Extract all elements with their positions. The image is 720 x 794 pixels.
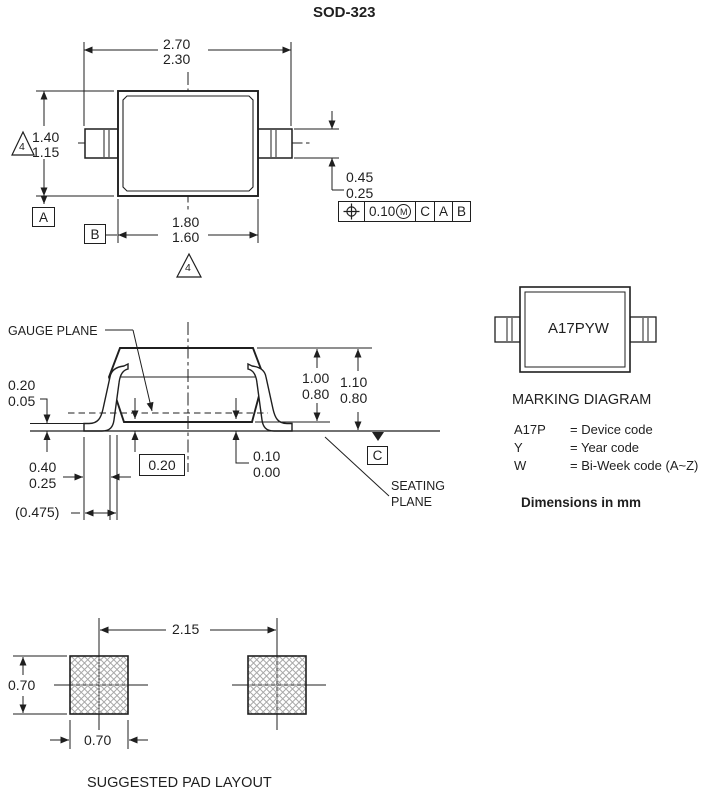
tolerance-cell: 0.10 M: [364, 202, 415, 221]
position-symbol-cell: [339, 202, 364, 221]
marking-body: [519, 286, 631, 373]
fcf-datum-c-cell: C: [415, 202, 434, 221]
dim-pad-height: 0.70: [8, 677, 36, 693]
dim-total-height-max: 1.10: [340, 374, 368, 390]
datum-c-label: C: [372, 448, 383, 463]
datum-a-label: A: [38, 209, 48, 225]
triangle-note-bottom-number: 4: [185, 262, 191, 274]
dim-left-height-max: 1.40: [32, 129, 60, 145]
dim-pitch: 2.15: [172, 621, 200, 637]
dim-pad-width: 0.70: [84, 732, 112, 748]
legend-code-2: W: [514, 458, 527, 473]
dim-top-width-min: 2.30: [163, 51, 191, 67]
triangle-note-bottom: [176, 252, 202, 278]
datum-a-box: A: [32, 207, 55, 227]
pad-layout-drawing: [13, 618, 326, 749]
dim-foot-length-min: 0.25: [29, 475, 57, 491]
dim-bottom-width-min: 1.60: [172, 229, 200, 245]
side-view-drawing: [30, 322, 440, 520]
seating-plane-label-line2: PLANE: [391, 495, 432, 509]
dim-body-height-min: 0.80: [302, 386, 330, 402]
pad-layout-caption: SUGGESTED PAD LAYOUT: [87, 775, 272, 791]
fcf-datum-b-cell: B: [452, 202, 470, 221]
dim-lead-entry-min: 0.05: [8, 393, 36, 409]
side-view-body: [107, 347, 265, 423]
feature-control-frame: 0.10 M C A B: [338, 201, 472, 222]
fcf-datum-a-cell: A: [434, 202, 452, 221]
top-view-body: [117, 90, 259, 197]
dim-standoff-min: 0.00: [253, 464, 281, 480]
legend-meaning-1: = Year code: [570, 440, 640, 455]
triangle-note-left: [11, 130, 35, 156]
position-symbol-icon: [343, 203, 360, 220]
dim-standoff-max: 0.10: [253, 448, 281, 464]
top-view-left-lead: [84, 128, 119, 159]
datum-c-box: C: [367, 446, 388, 465]
dim-lead-thickness-value: 0.20: [148, 457, 176, 473]
tolerance-value: 0.10: [369, 204, 396, 219]
triangle-note-left-number: 4: [19, 141, 25, 153]
dim-lead-width-max: 0.45: [346, 169, 374, 185]
dim-top-width-max: 2.70: [163, 36, 191, 52]
page-title: SOD-323: [313, 4, 376, 21]
datum-b-label: B: [90, 226, 100, 242]
dim-lead-entry-max: 0.20: [8, 377, 36, 393]
dim-lead-thickness-box: 0.20: [139, 454, 185, 476]
seating-plane-label-line1: SEATING: [391, 479, 445, 493]
material-modifier-icon: M: [396, 204, 412, 219]
dim-left-height-min: 1.15: [32, 144, 60, 160]
pad-left: [69, 655, 129, 715]
marking-package-code: A17PYW: [548, 320, 609, 337]
marking-heading: MARKING DIAGRAM: [512, 392, 652, 408]
legend-meaning-0: = Device code: [570, 422, 653, 437]
gauge-plane-label: GAUGE PLANE: [8, 324, 98, 338]
top-view-right-lead: [257, 128, 293, 159]
pad-right: [247, 655, 307, 715]
dim-body-height-max: 1.00: [302, 370, 330, 386]
units-note: Dimensions in mm: [521, 495, 642, 510]
marking-package-drawing: [494, 286, 657, 373]
datum-b-box: B: [84, 224, 106, 244]
legend-meaning-2: = Bi-Week code (A~Z): [570, 458, 699, 473]
legend-code-1: Y: [514, 440, 523, 455]
datum-c-triangle: [372, 432, 384, 441]
dim-lead-width-min: 0.25: [346, 185, 374, 201]
dim-bottom-width-max: 1.80: [172, 214, 200, 230]
top-view-drawing: [11, 42, 344, 278]
dim-foot-length-max: 0.40: [29, 459, 57, 475]
legend-code-0: A17P: [514, 422, 546, 437]
dim-total-height-min: 0.80: [340, 390, 368, 406]
dim-ref-length: (0.475): [15, 504, 60, 520]
